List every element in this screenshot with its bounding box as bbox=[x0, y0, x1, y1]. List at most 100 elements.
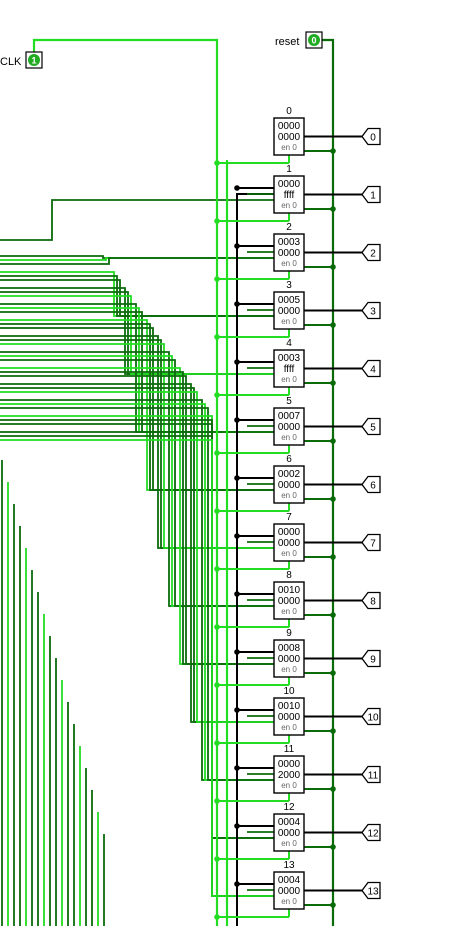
register-body[interactable] bbox=[273, 871, 305, 910]
output-pin[interactable] bbox=[361, 417, 381, 436]
output-pin[interactable] bbox=[361, 243, 381, 262]
input-wire bbox=[0, 391, 274, 723]
output-pin[interactable] bbox=[361, 359, 381, 378]
register-body[interactable] bbox=[273, 291, 305, 330]
junction-dot bbox=[214, 740, 220, 746]
register-value-high: 0008 bbox=[278, 643, 301, 654]
register-value-low: 0000 bbox=[278, 422, 301, 433]
input-wire bbox=[0, 327, 274, 491]
junction-dot bbox=[234, 823, 240, 829]
output-pin-label: 4 bbox=[370, 365, 376, 376]
input-wire bbox=[0, 399, 274, 781]
register-body[interactable] bbox=[273, 117, 305, 156]
clock-pin-dot[interactable] bbox=[28, 54, 40, 66]
output-pin[interactable] bbox=[361, 765, 381, 784]
junction-dot bbox=[330, 322, 336, 328]
output-pin[interactable] bbox=[361, 707, 381, 726]
register-index: 2 bbox=[286, 222, 292, 233]
register-enable: en 0 bbox=[281, 607, 297, 616]
input-wire bbox=[0, 295, 274, 375]
register-body[interactable] bbox=[273, 755, 305, 794]
register-value-high: 0000 bbox=[278, 121, 301, 132]
register-body[interactable] bbox=[273, 813, 305, 852]
junction-dot bbox=[214, 334, 220, 340]
output-pin[interactable] bbox=[361, 127, 381, 146]
register-index: 13 bbox=[283, 860, 295, 871]
register-value-high: 0010 bbox=[278, 585, 301, 596]
register-enable: en 0 bbox=[281, 433, 297, 442]
register-body[interactable] bbox=[273, 697, 305, 736]
register-enable: en 0 bbox=[281, 665, 297, 674]
register-body[interactable] bbox=[273, 233, 305, 272]
junction-dot bbox=[214, 392, 220, 398]
junction-dot bbox=[330, 844, 336, 850]
output-pin[interactable] bbox=[361, 185, 381, 204]
register-index: 11 bbox=[284, 744, 295, 755]
register-value-low: 0000 bbox=[278, 538, 301, 549]
register-body[interactable] bbox=[273, 465, 305, 504]
register-index: 9 bbox=[286, 628, 292, 639]
output-pin[interactable] bbox=[361, 591, 381, 610]
output-pin[interactable] bbox=[361, 649, 381, 668]
junction-dot bbox=[330, 670, 336, 676]
output-pin[interactable] bbox=[361, 301, 381, 320]
register-enable: en 0 bbox=[281, 897, 297, 906]
junction-dot bbox=[330, 206, 336, 212]
register-value-low: ffff bbox=[284, 364, 295, 375]
register-body[interactable] bbox=[273, 349, 305, 388]
register-value-high: 0000 bbox=[278, 527, 301, 538]
register-index: 7 bbox=[286, 512, 292, 523]
output-pin-label: 10 bbox=[367, 713, 379, 724]
register-body[interactable] bbox=[273, 639, 305, 678]
junction-dot bbox=[214, 508, 220, 514]
register-enable: en 0 bbox=[281, 491, 297, 500]
output-pin[interactable] bbox=[361, 533, 381, 552]
junction-dot bbox=[214, 160, 220, 166]
register-index: 12 bbox=[283, 802, 295, 813]
input-wire bbox=[0, 419, 274, 839]
register-body[interactable] bbox=[273, 523, 305, 562]
register-value-low: 0000 bbox=[278, 712, 301, 723]
register-value-high: 0000 bbox=[278, 759, 301, 770]
input-wire bbox=[0, 407, 274, 781]
register-index: 1 bbox=[286, 164, 292, 175]
junction-dot bbox=[330, 612, 336, 618]
register-value-low: 0000 bbox=[278, 828, 301, 839]
register-body[interactable] bbox=[273, 175, 305, 214]
register-value-high: 0003 bbox=[278, 237, 301, 248]
register-body[interactable] bbox=[273, 407, 305, 446]
input-wire bbox=[0, 287, 274, 375]
output-pin-label: 13 bbox=[367, 887, 379, 898]
register-value-high: 0004 bbox=[278, 817, 301, 828]
register-value-low: 0000 bbox=[278, 654, 301, 665]
register-value-low: 0000 bbox=[278, 480, 301, 491]
register-enable: en 0 bbox=[281, 375, 297, 384]
junction-dot bbox=[234, 475, 240, 481]
register-enable: en 0 bbox=[281, 723, 297, 732]
register-body[interactable] bbox=[273, 581, 305, 620]
output-pin[interactable] bbox=[361, 823, 381, 842]
junction-dot bbox=[330, 496, 336, 502]
register-enable: en 0 bbox=[281, 317, 297, 326]
output-pin[interactable] bbox=[361, 475, 381, 494]
output-pin-label: 1 bbox=[370, 191, 376, 202]
clock-input[interactable]: CLK 1 bbox=[0, 51, 43, 69]
reset-pin-dot[interactable] bbox=[308, 34, 320, 46]
reset-input[interactable]: reset 0 bbox=[275, 31, 323, 49]
output-pin[interactable] bbox=[361, 881, 381, 900]
